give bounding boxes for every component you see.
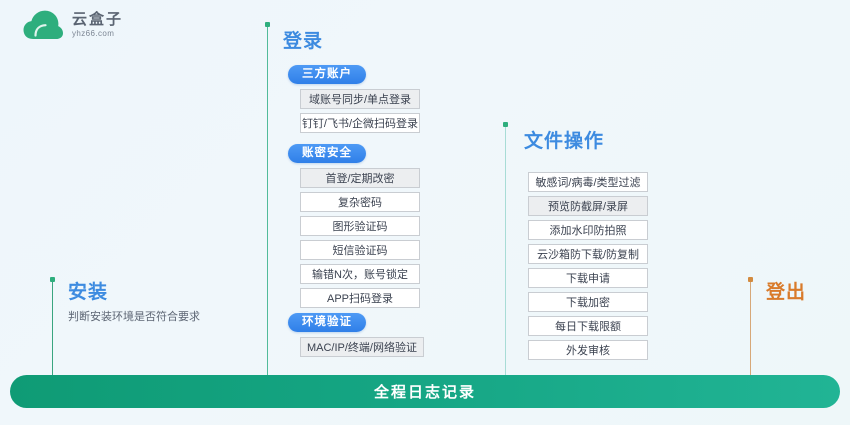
item-account-lockout-after-n-failures[interactable]: 输错N次，账号锁定 [300,264,420,284]
footer-log-bar: 全程日志记录 [10,375,840,408]
group-pill-third-party-account[interactable]: 三方账户 [288,65,366,84]
brand-text: 云盒子 yhz66.com [72,12,123,38]
item-mac-ip-terminal-network-verification[interactable]: MAC/IP/终端/网络验证 [300,337,424,357]
rail-file-ops [503,122,508,385]
item-complex-password[interactable]: 复杂密码 [300,192,420,212]
rail-install [50,277,55,385]
item-dingtalk-feishu-wecom-qr-login[interactable]: 钉钉/飞书/企微扫码登录 [300,113,420,133]
item-external-sharing-review[interactable]: 外发审核 [528,340,648,360]
item-download-encryption[interactable]: 下载加密 [528,292,648,312]
item-download-request[interactable]: 下载申请 [528,268,648,288]
item-domain-account-sync[interactable]: 域账号同步/单点登录 [300,89,420,109]
group-pill-account-password-security[interactable]: 账密安全 [288,144,366,163]
item-app-qr-login[interactable]: APP扫码登录 [300,288,420,308]
column-title-install: 安装 [68,282,109,303]
rail-login [265,22,270,385]
item-graphic-captcha[interactable]: 图形验证码 [300,216,420,236]
brand-logo: 云盒子 yhz66.com [22,8,123,42]
item-watermark-anti-photograph[interactable]: 添加水印防拍照 [528,220,648,240]
brand-name: 云盒子 [72,11,124,28]
column-title-file-ops: 文件操作 [524,131,605,152]
rail-dot-install [50,277,55,282]
item-daily-download-quota[interactable]: 每日下载限额 [528,316,648,336]
brand-url: yhz66.com [72,29,115,38]
column-title-logout: 登出 [766,282,807,303]
group-pill-environment-verification[interactable]: 环境验证 [288,313,366,332]
item-sms-captcha[interactable]: 短信验证码 [300,240,420,260]
footer-label: 全程日志记录 [373,384,476,401]
item-cloud-sandbox-anti-download-copy[interactable]: 云沙箱防下载/防复制 [528,244,648,264]
item-sensitive-word-virus-type-filter[interactable]: 敏感词/病毒/类型过滤 [528,172,648,192]
rail-dot-login [265,22,270,27]
column-title-login: 登录 [283,31,324,52]
item-preview-anti-screenshot-recording[interactable]: 预览防截屏/录屏 [528,196,648,216]
rail-dot-file-ops [503,122,508,127]
cloud-icon [22,8,64,42]
column-desc-install: 判断安装环境是否符合要求 [68,311,200,323]
item-first-login-periodic-password-change[interactable]: 首登/定期改密 [300,168,420,188]
rail-logout [748,277,753,385]
rail-dot-logout [748,277,753,282]
